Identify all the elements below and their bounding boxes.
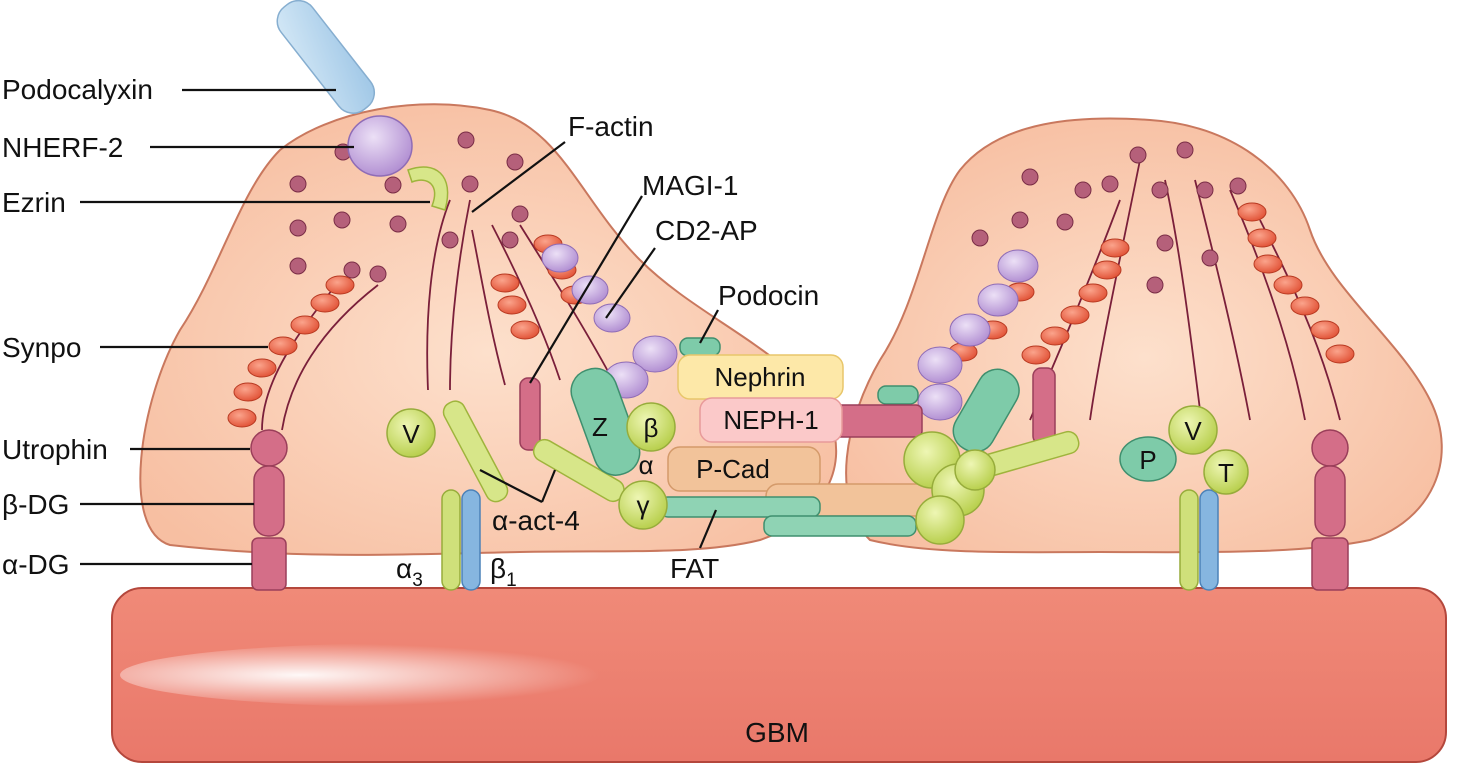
left-integrin-pair [441,489,481,591]
symbol-v-left: V [402,419,420,449]
ezrin-shape [407,166,449,211]
label-fat: FAT [670,553,719,584]
label-beta-dg: β-DG [2,489,69,520]
label-podocalyxin: Podocalyxin [2,74,153,105]
symbol-beta: β [644,413,659,443]
symbol-z: Z [592,412,608,442]
gbm-membrane [111,587,1447,763]
magi1-bar [519,377,541,451]
label-alpha-act4: α-act-4 [492,505,580,536]
zo1-shape [570,367,641,476]
leader-lines [80,88,719,566]
symbol-v-left-group: V [386,408,436,458]
right-zo1-shape [952,368,1020,453]
neph1-label: NEPH-1 [723,405,818,435]
label-beta1-group: β1 [490,553,517,591]
symbol-gamma-group: γ [618,480,668,530]
synpo-chain-left [227,275,355,428]
label-ezrin: Ezrin [2,187,66,218]
label-alpha3-sub: 3 [412,570,423,591]
symbol-beta-group: β [626,402,676,452]
nephrin-label: Nephrin [714,362,805,392]
right-integrin-pair [1179,489,1219,591]
label-utrophin: Utrophin [2,434,108,465]
label-beta1-sub: 1 [506,570,517,591]
podocalyxin-shape [276,0,376,114]
right-foot-process [845,117,1443,554]
left-dg-column [250,429,288,591]
symbol-t: T [1218,458,1234,488]
svg-text:β1: β1 [490,553,517,591]
right-pink-bar [1032,367,1056,445]
label-alpha3-group: α3 [396,553,423,591]
symbol-alpha: α [638,450,653,480]
symbol-gamma: γ [637,490,650,520]
podocin-shape [679,337,721,357]
neph1-box [699,397,843,443]
label-beta1: β [490,553,506,584]
label-podocin: Podocin [718,280,819,311]
label-nherf2: NHERF-2 [2,132,123,163]
symbol-p: P [1139,445,1156,475]
label-alpha-dg: α-DG [2,549,70,580]
label-f-actin: F-actin [568,111,654,142]
p-ellipse [1119,436,1177,482]
fat-bar-right [763,515,917,537]
label-alpha3: α [396,553,412,584]
label-gbm: GBM [745,717,809,748]
fat-bar [659,496,821,518]
right-catenin-cluster [903,431,996,545]
gbm-highlight [120,643,720,707]
label-magi1: MAGI-1 [642,170,738,201]
right-dg-column [1311,429,1349,591]
svg-text:α3: α3 [396,553,423,591]
cd2ap-chain-right [917,249,1039,421]
pcad-box [667,446,821,492]
label-cd2ap: CD2-AP [655,215,758,246]
symbol-t-group: T [1203,449,1249,495]
nherf2-shape [347,115,413,177]
label-synpo: Synpo [2,332,81,363]
symbol-v-right-group: V [1168,405,1218,455]
cd2ap-chain-left [541,243,678,399]
symbol-v-right: V [1184,416,1202,446]
synpo-chain-right [948,202,1355,365]
right-cytoplasm-dots [971,141,1247,294]
pcad-label: P-Cad [696,454,770,484]
right-podocin-shape [877,385,919,405]
